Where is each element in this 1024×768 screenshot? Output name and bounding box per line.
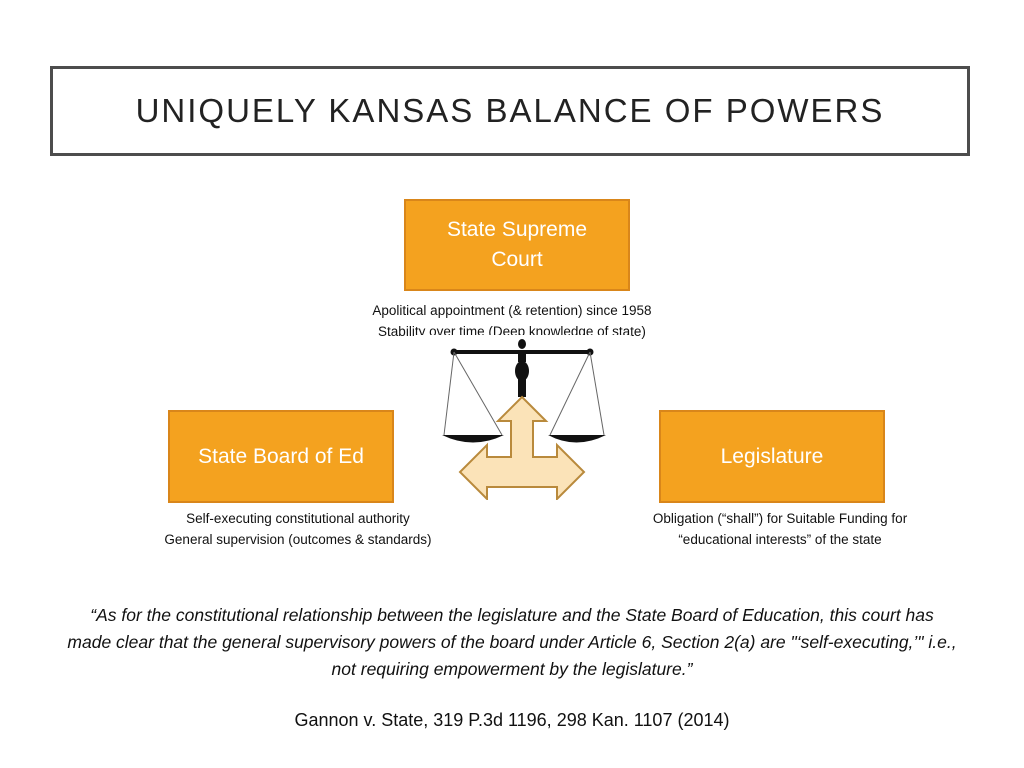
state-board-note: Self-executing constitutional authority xyxy=(186,511,410,526)
state-board-label: State Board of Ed xyxy=(198,444,364,468)
case-citation: Gannon v. State, 319 P.3d 1196, 298 Kan.… xyxy=(294,710,730,730)
legislature-note: “educational interests” of the state xyxy=(678,532,882,547)
state-board-box: State Board of Ed xyxy=(168,410,394,503)
legislature-note: Obligation (“shall”) for Suitable Fundin… xyxy=(652,511,908,526)
state-board-note: General supervision (outcomes & standard… xyxy=(164,532,432,547)
court-quote: “As for the constitutional relationship … xyxy=(12,602,1012,683)
scales-of-justice-icon xyxy=(414,335,630,500)
legislature-box: Legislature xyxy=(659,410,885,503)
quote-line: “As for the constitutional relationship … xyxy=(90,605,934,625)
three-way-arrow-icon xyxy=(458,395,586,500)
legislature-notes: Obligation (“shall”) for Suitable Fundin… xyxy=(590,508,970,550)
quote-line: not requiring empowerment by the legisla… xyxy=(331,659,693,679)
supreme-court-box: State Supreme Court xyxy=(404,199,630,291)
quote-line: made clear that the general supervisory … xyxy=(67,632,957,652)
supreme-court-note: Apolitical appointment (& retention) sin… xyxy=(372,303,652,318)
legislature-label: Legislature xyxy=(720,444,824,468)
supreme-court-label-line2: Court xyxy=(491,248,543,271)
title-box: UNIQUELY KANSAS BALANCE OF POWERS xyxy=(50,66,970,156)
supreme-court-label-line1: State Supreme xyxy=(446,218,588,241)
state-board-notes: Self-executing constitutional authority … xyxy=(120,508,476,550)
slide-title: UNIQUELY KANSAS BALANCE OF POWERS xyxy=(135,92,885,129)
